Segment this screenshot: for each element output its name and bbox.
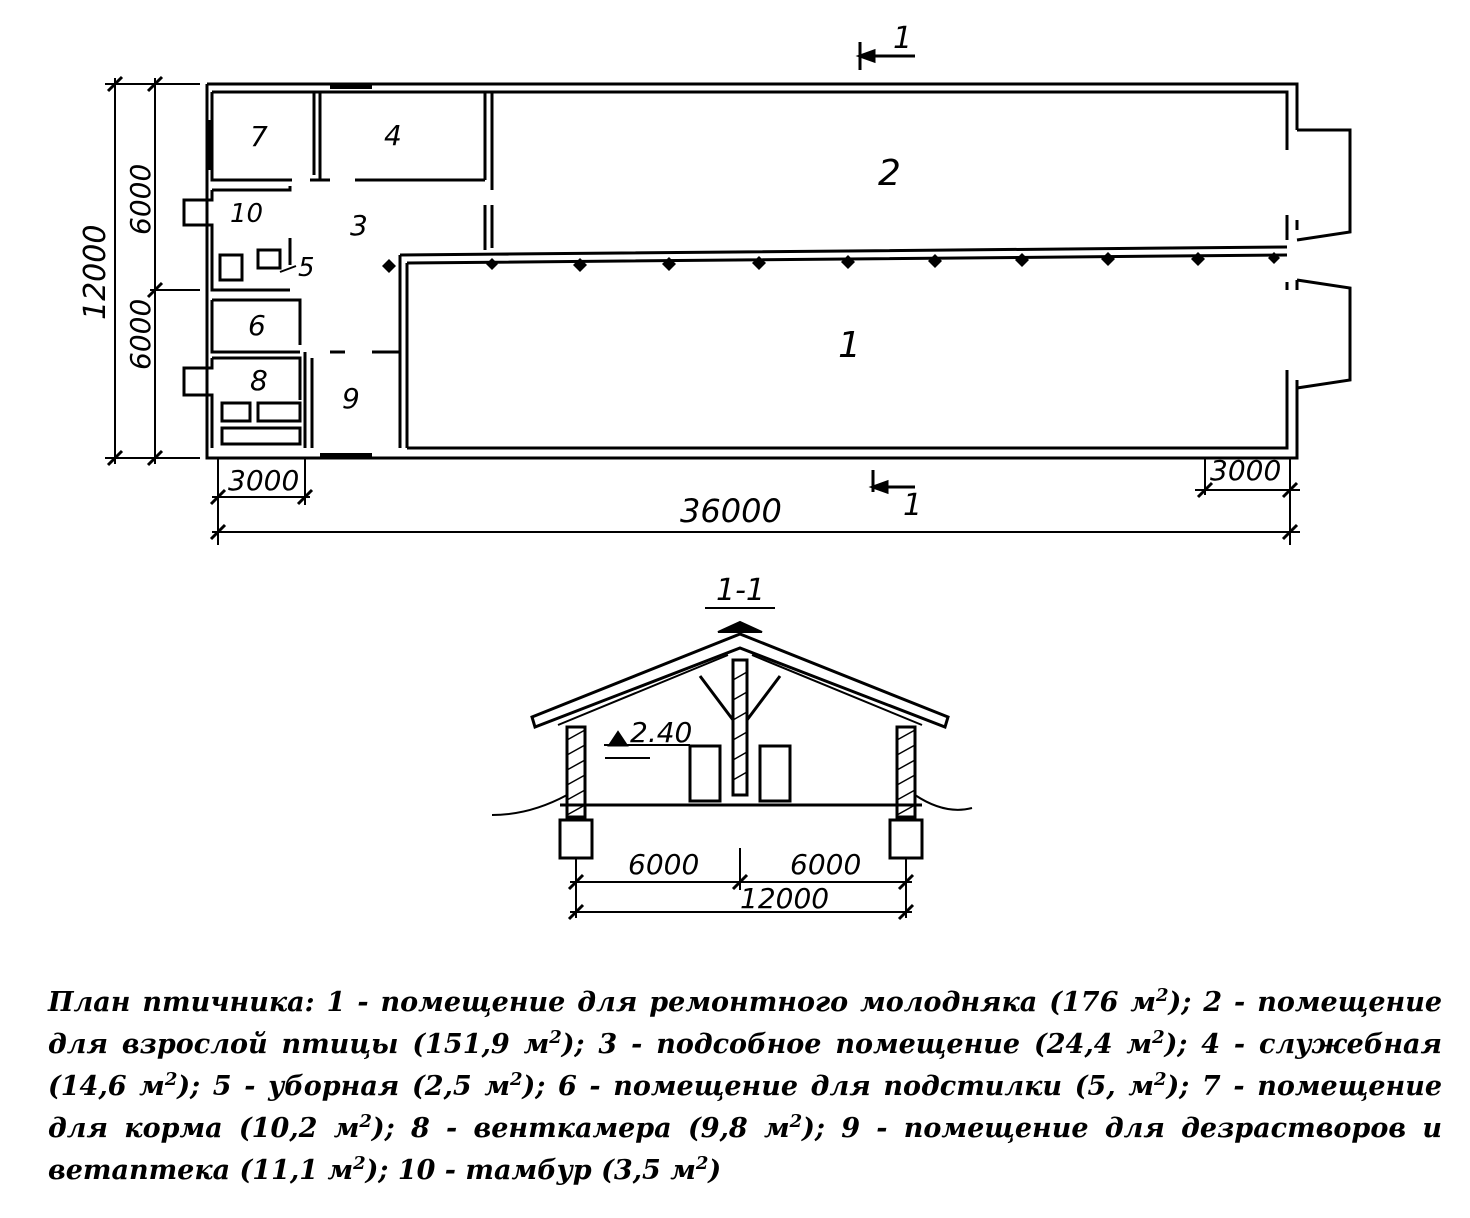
- ground-right: [914, 794, 973, 811]
- right-footing: [888, 818, 924, 860]
- caption-item: 4 - служебная (14,6 м2);: [48, 1029, 1442, 1102]
- caption-item: 2 - помещение для взрослой птицы (151,9 …: [48, 987, 1442, 1060]
- dim-left-bay: 3000: [228, 464, 299, 497]
- roof: [530, 632, 950, 729]
- caption-item: 9 - помещение для дезрастворов и ветапте…: [48, 1113, 1442, 1186]
- caption-item: 1 - помещение для ремонтного молодняка (…: [326, 985, 1192, 1019]
- room-labels: 1 2 3 4 5 6 7 8 9 10: [230, 119, 901, 415]
- section-drawing: [491, 620, 973, 860]
- caption-item: 8 - венткамера (9,8 м2);: [410, 1111, 825, 1145]
- room10-walls: [182, 186, 292, 238]
- room-8-label: 8: [250, 364, 268, 397]
- dim-half-width-bottom: 6000: [124, 299, 157, 370]
- dim-right-bay: 3000: [1210, 454, 1281, 487]
- right-vestibule-bottom: [1296, 278, 1352, 390]
- vent-unit-3: [220, 426, 302, 446]
- door-left: [688, 744, 722, 803]
- dim-total-width: 12000: [78, 225, 113, 320]
- post-hatching: [566, 671, 916, 816]
- right-post: [895, 725, 917, 819]
- vent-unit-1: [220, 401, 252, 423]
- figure-caption: План птичника: 1 - помещение для ремонтн…: [48, 982, 1442, 1192]
- wash-basin: [256, 248, 282, 270]
- room-7-label: 7: [250, 120, 268, 153]
- caption-item: 7 - помещение для корма (10,2 м2);: [48, 1071, 1442, 1144]
- room7-4-partition: [312, 92, 322, 180]
- room5-walls: [210, 238, 292, 292]
- dim-total-length: 36000: [680, 492, 782, 530]
- outer-wall: [205, 82, 1299, 460]
- section-marker-bottom-label: 1: [903, 488, 922, 523]
- section-dim-left: 6000: [628, 848, 699, 881]
- floor-plan: [182, 82, 1352, 460]
- section-title: 1-1: [716, 573, 765, 608]
- left-footing: [558, 818, 594, 860]
- caption-item: 5 - уборная (2,5 м2);: [212, 1069, 546, 1103]
- room-5-label: 5: [298, 253, 315, 283]
- right-vestibule-top: [1296, 128, 1352, 242]
- room-3-label: 3: [350, 209, 368, 242]
- room9-wall: [303, 352, 314, 448]
- drawing-canvas: 1 2 3 4 5 6 7 8 9 10 1 1: [78, 21, 1352, 921]
- caption-item: 3 - подсобное помещение (24,4 м2);: [598, 1027, 1188, 1061]
- room-1-label: 1: [838, 325, 861, 366]
- section-dim-right: 6000: [790, 848, 861, 881]
- dimension-ticks: [106, 75, 1299, 541]
- openings: [207, 83, 372, 459]
- center-post: [731, 658, 749, 797]
- columns-row: [382, 252, 1280, 273]
- room8-walls: [182, 356, 302, 448]
- section-dim-span: 12000: [740, 882, 829, 915]
- section-dim-ticks: [567, 873, 915, 921]
- room-9-label: 9: [342, 382, 360, 415]
- toilet-bowl: [218, 253, 244, 282]
- room-2-label: 2: [878, 153, 901, 194]
- ground-left: [491, 794, 568, 816]
- inner-wall: [212, 90, 1289, 450]
- caption-item: 10 - тамбур (3,5 м2): [397, 1153, 722, 1187]
- room-4-label: 4: [384, 119, 402, 152]
- elevation-label: 2.40: [630, 716, 692, 749]
- caption-item: 6 - помещение для подстилки (5, м2);: [557, 1069, 1190, 1103]
- door-right: [758, 744, 792, 803]
- room-6-label: 6: [248, 309, 266, 342]
- vent-unit-2: [256, 401, 302, 423]
- section-marker-top: [855, 42, 915, 70]
- section-marker-top-label: 1: [893, 21, 912, 56]
- left-post: [565, 725, 587, 819]
- room6-walls: [210, 298, 400, 354]
- room-10-label: 10: [230, 199, 263, 229]
- caption-lead: План птичника:: [48, 987, 315, 1018]
- section-marker-bottom: [868, 470, 915, 495]
- dim-half-width-top: 6000: [124, 164, 157, 235]
- room1-west-wall: [398, 255, 409, 448]
- room2-west-wall: [483, 92, 494, 250]
